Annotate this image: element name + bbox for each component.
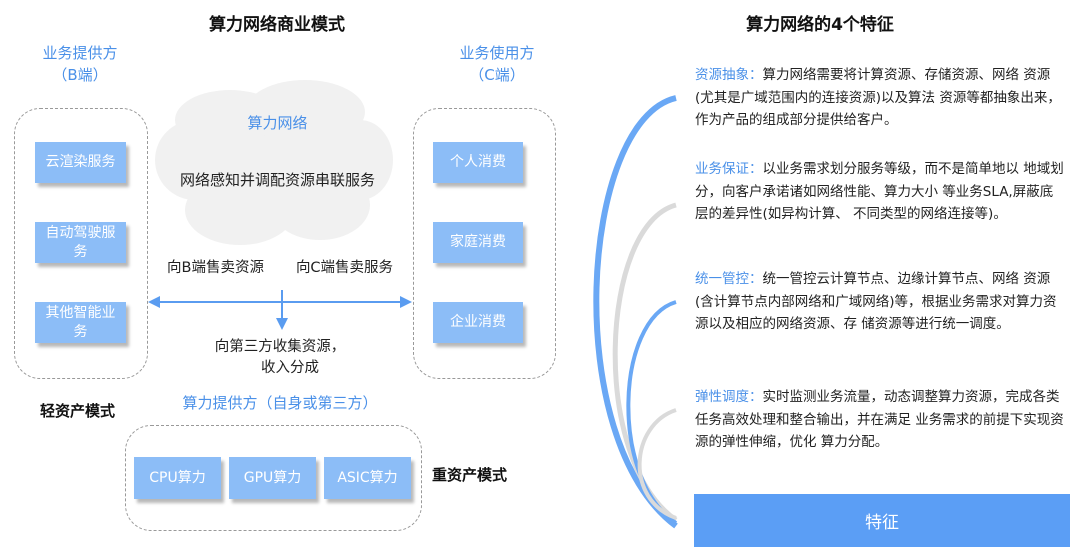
feature-text: 统一管控云计算节点、边缘计算节点、网络 资源(含计算节点内部网络和广域网络)等，… (695, 271, 1057, 332)
provider-item: 其他智能业务 (35, 302, 126, 343)
curve-2 (612, 202, 678, 523)
cloud-desc: 网络感知并调配资源串联服务 (179, 171, 375, 189)
sell-b-label: 向B端售卖资源 (167, 260, 264, 276)
provider-item: 自动驾驶服务 (35, 222, 126, 263)
feature-resource-abstraction: 资源抽象：算力网络需要将计算资源、存储资源、网络 资源(尤其是广域范围内的连接资… (695, 64, 1065, 132)
feature-key: 弹性调度： (695, 389, 763, 405)
connector-curves (593, 95, 678, 529)
feature-text: 实时监测业务流量，动态调整算力资源，完成各类任务高效处理和整合输出，并在满足 业… (695, 389, 1064, 450)
arrow-right-head (400, 296, 412, 308)
user-item: 家庭消费 (433, 222, 523, 263)
user-item: 企业消费 (433, 302, 523, 343)
feature-text: 算力网络需要将计算资源、存储资源、网络 资源(尤其是广域范围内的连接资源)以及算… (695, 67, 1061, 128)
cloud-title: 算力网络 (247, 114, 308, 132)
collect-line2: 收入分成 (261, 360, 319, 376)
provider-item: 云渲染服务 (35, 142, 126, 183)
compute-item: ASIC算力 (324, 457, 411, 499)
arrow-down-head (276, 318, 288, 330)
curve-1 (593, 95, 678, 529)
user-item: 个人消费 (433, 142, 523, 183)
compute-item: GPU算力 (229, 457, 316, 499)
compute-provider-group (125, 425, 422, 531)
feature-text: 以业务需求划分服务等级，而不是简单地以 地域划分，向客户承诺诸如网络性能、算力大… (695, 161, 1064, 222)
light-asset-mode: 轻资产模式 (40, 402, 116, 420)
feature-key: 业务保证： (695, 161, 763, 177)
feature-key: 资源抽象： (695, 67, 763, 83)
user-c-label: 业务使用方 （C端） (437, 42, 557, 86)
compute-item: CPU算力 (134, 457, 221, 499)
arrow-left-head (148, 296, 160, 308)
feature-service-guarantee: 业务保证：以业务需求划分服务等级，而不是简单地以 地域划分，向客户承诺诸如网络性… (695, 158, 1065, 226)
business-model-title: 算力网络商业模式 (209, 15, 345, 35)
provider-b-group (14, 108, 148, 379)
heavy-asset-mode: 重资产模式 (432, 466, 508, 484)
user-c-group (413, 108, 556, 379)
features-title: 算力网络的4个特征 (746, 15, 894, 35)
sell-c-label: 向C端售卖服务 (295, 260, 394, 276)
cloud-shape (155, 80, 393, 245)
compute-provider-label: 算力提供方（自身或第三方） (182, 394, 378, 412)
user-c-line2: （C端） (469, 66, 525, 84)
features-button: 特征 (694, 494, 1070, 547)
provider-b-label: 业务提供方 （B端） (20, 42, 140, 86)
cloud-and-arrows (148, 80, 412, 330)
feature-key: 统一管控： (695, 271, 763, 287)
provider-b-line1: 业务提供方 (42, 44, 118, 62)
feature-unified-control: 统一管控：统一管控云计算节点、边缘计算节点、网络 资源(含计算节点内部网络和广域… (695, 268, 1065, 336)
curve-4 (637, 408, 677, 520)
collect-line1: 向第三方收集资源， (214, 339, 346, 355)
provider-b-line2: （B端） (52, 66, 108, 84)
feature-elastic-scheduling: 弹性调度：实时监测业务流量，动态调整算力资源，完成各类任务高效处理和整合输出，并… (695, 386, 1065, 454)
user-c-line1: 业务使用方 (459, 44, 535, 62)
